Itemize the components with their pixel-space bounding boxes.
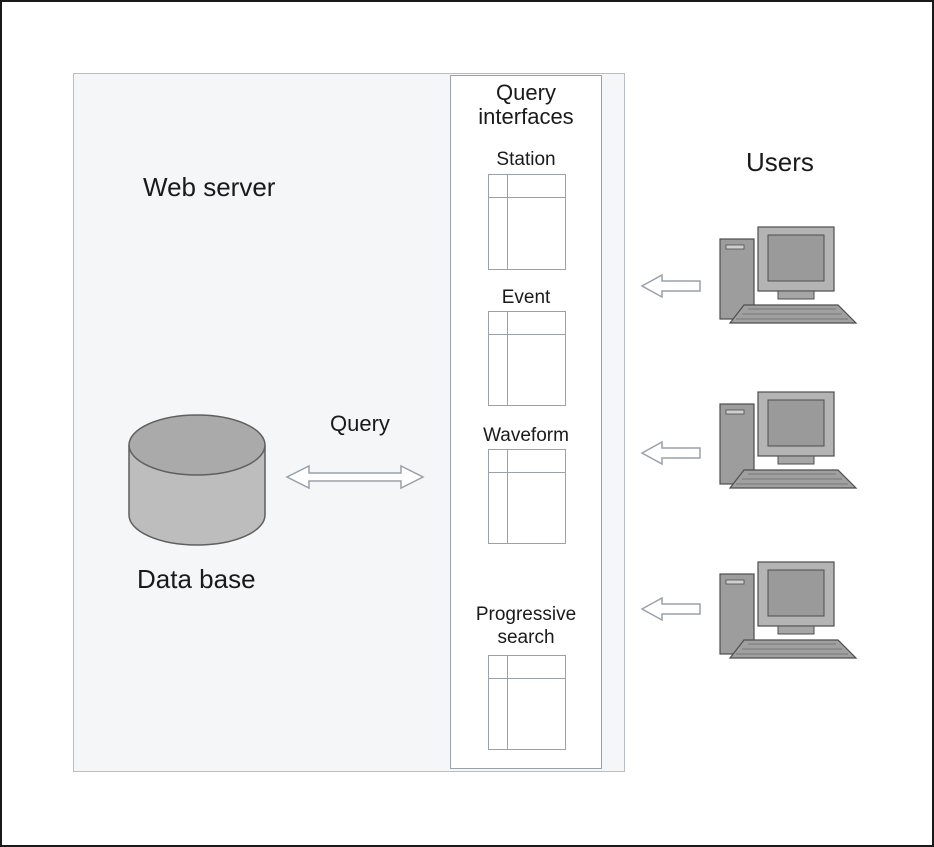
waveform-form-icon <box>488 449 566 544</box>
interface-label-station: Station <box>496 149 556 170</box>
interfaces-title-line2: interfaces <box>478 104 574 129</box>
computer-icon-2 <box>719 391 858 489</box>
query-label: Query <box>330 411 390 436</box>
interface-label-progressive-line2: search <box>497 627 555 648</box>
interfaces-title-line1: Query <box>496 80 556 105</box>
interface-label-event: Event <box>501 287 551 308</box>
web-server-label: Web server <box>143 172 276 202</box>
interface-label-waveform: Waveform <box>483 425 569 446</box>
computer-icon-1 <box>719 226 858 324</box>
arrow-left-icon-1 <box>640 273 701 299</box>
double-arrow-icon <box>285 464 425 490</box>
computer-icon-3 <box>719 561 858 659</box>
arrow-left-icon-3 <box>640 596 701 622</box>
station-form-icon <box>488 174 566 270</box>
event-form-icon <box>488 311 566 406</box>
progressive-search-form-icon <box>488 655 566 750</box>
users-label: Users <box>746 147 814 177</box>
database-icon <box>128 414 266 546</box>
interface-label-progressive-line1: Progressive <box>475 604 577 625</box>
database-label: Data base <box>137 564 256 594</box>
arrow-left-icon-2 <box>640 440 701 466</box>
